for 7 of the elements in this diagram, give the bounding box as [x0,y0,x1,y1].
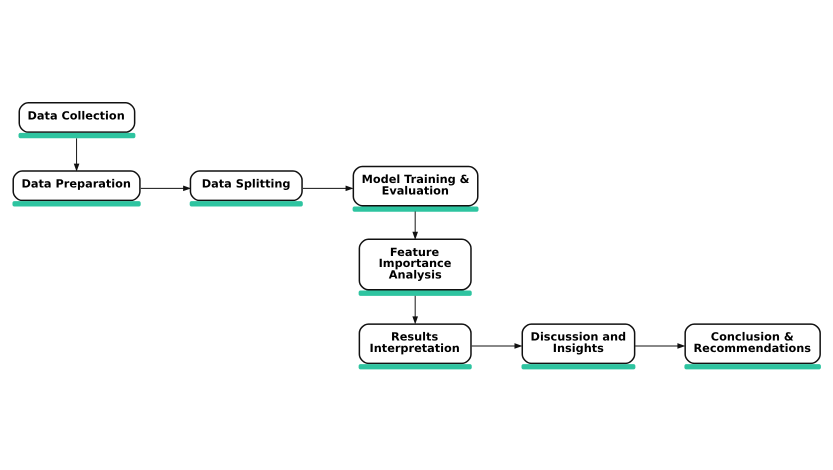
arrow [412,210,418,240]
arrow [302,185,354,191]
arrow [74,137,80,172]
arrow [412,294,418,324]
arrow [140,185,192,191]
arrow [471,342,522,348]
arrow [634,342,686,348]
